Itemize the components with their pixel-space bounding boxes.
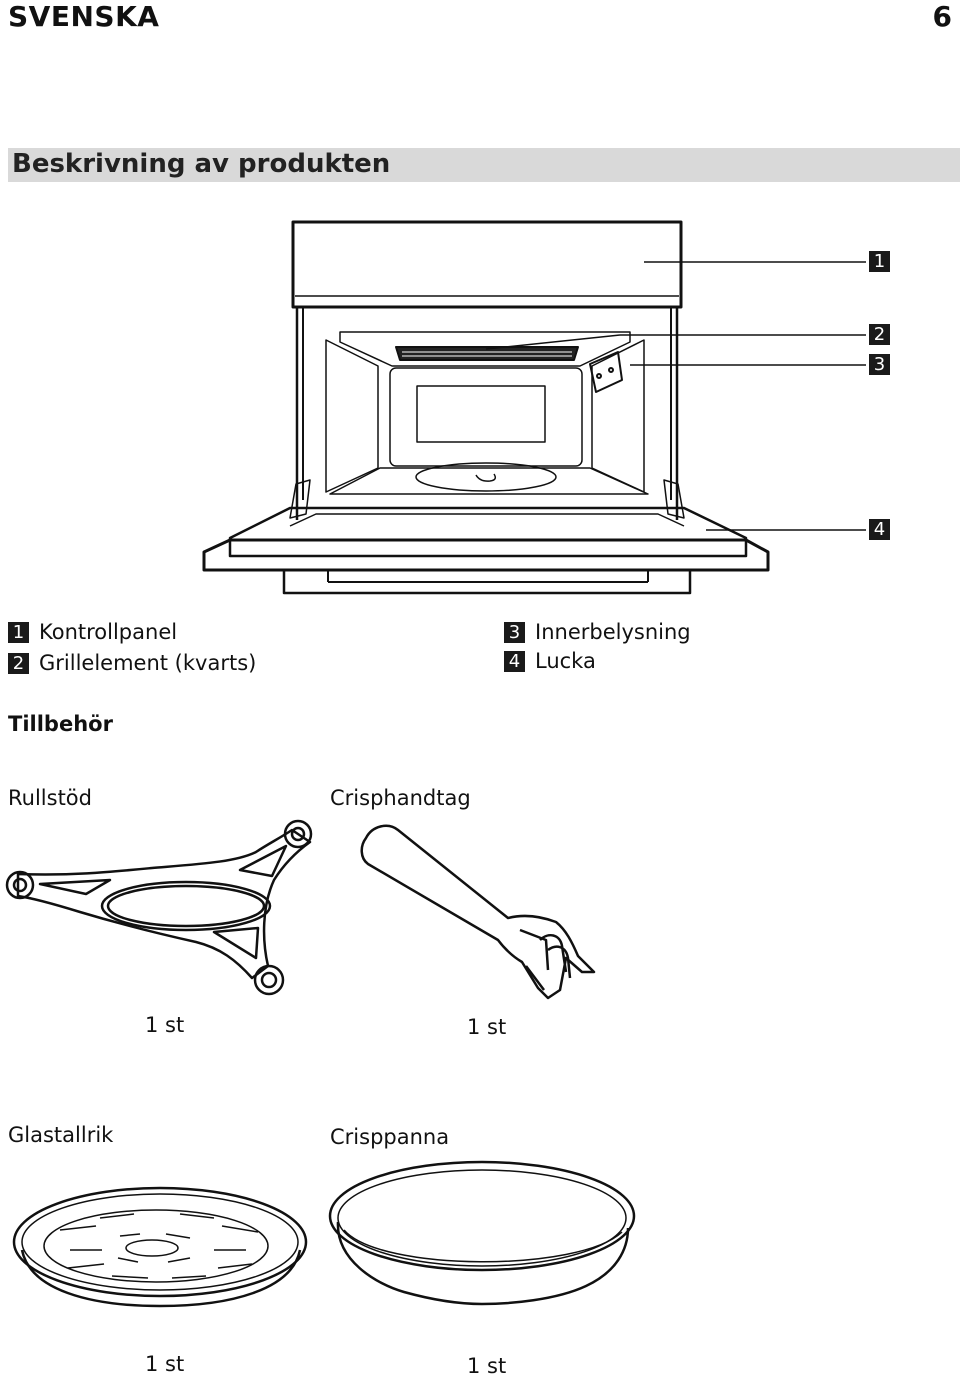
accessories-title: Tillbehör — [8, 712, 113, 736]
legend-item-2: 2 Grillelement (kvarts) — [8, 651, 256, 675]
callout-3-badge: 3 — [869, 354, 890, 375]
legend-number: 3 — [504, 621, 525, 643]
legend-item-4: 4 Lucka — [504, 649, 596, 673]
legend-item-3: 3 Innerbelysning — [504, 620, 691, 644]
accessory-qty: 1 st — [145, 1013, 185, 1037]
language-label: SVENSKA — [8, 0, 160, 33]
callout-1-badge: 1 — [869, 251, 890, 272]
legend-number: 1 — [8, 621, 29, 643]
callout-2-badge: 2 — [869, 324, 890, 345]
legend-number: 2 — [8, 652, 29, 674]
callout-4-badge: 4 — [869, 519, 890, 540]
accessory-qty: 1 st — [467, 1354, 507, 1378]
legend-label: Grillelement (kvarts) — [39, 651, 257, 675]
accessory-name: Rullstöd — [8, 786, 92, 810]
page-number: 6 — [932, 0, 952, 33]
callout-3: 3 — [869, 354, 890, 375]
callout-4: 4 — [869, 519, 890, 540]
accessory-name: Crisppanna — [330, 1125, 450, 1149]
accessory-name: Crisphandtag — [330, 786, 471, 810]
accessory-qty: 1 st — [145, 1352, 185, 1376]
callout-1: 1 — [869, 251, 890, 272]
oven-diagram — [202, 220, 866, 595]
legend-label: Kontrollpanel — [39, 620, 178, 644]
accessory-qty: 1 st — [467, 1015, 507, 1039]
legend-label: Lucka — [535, 649, 596, 673]
section-title: Beskrivning av produkten — [12, 149, 391, 179]
legend-label: Innerbelysning — [535, 620, 691, 644]
section-title-bar — [8, 148, 960, 182]
accessory-name: Glastallrik — [8, 1123, 114, 1147]
legend-number: 4 — [504, 650, 525, 672]
callout-2: 2 — [869, 324, 890, 345]
legend-item-1: 1 Kontrollpanel — [8, 620, 177, 644]
